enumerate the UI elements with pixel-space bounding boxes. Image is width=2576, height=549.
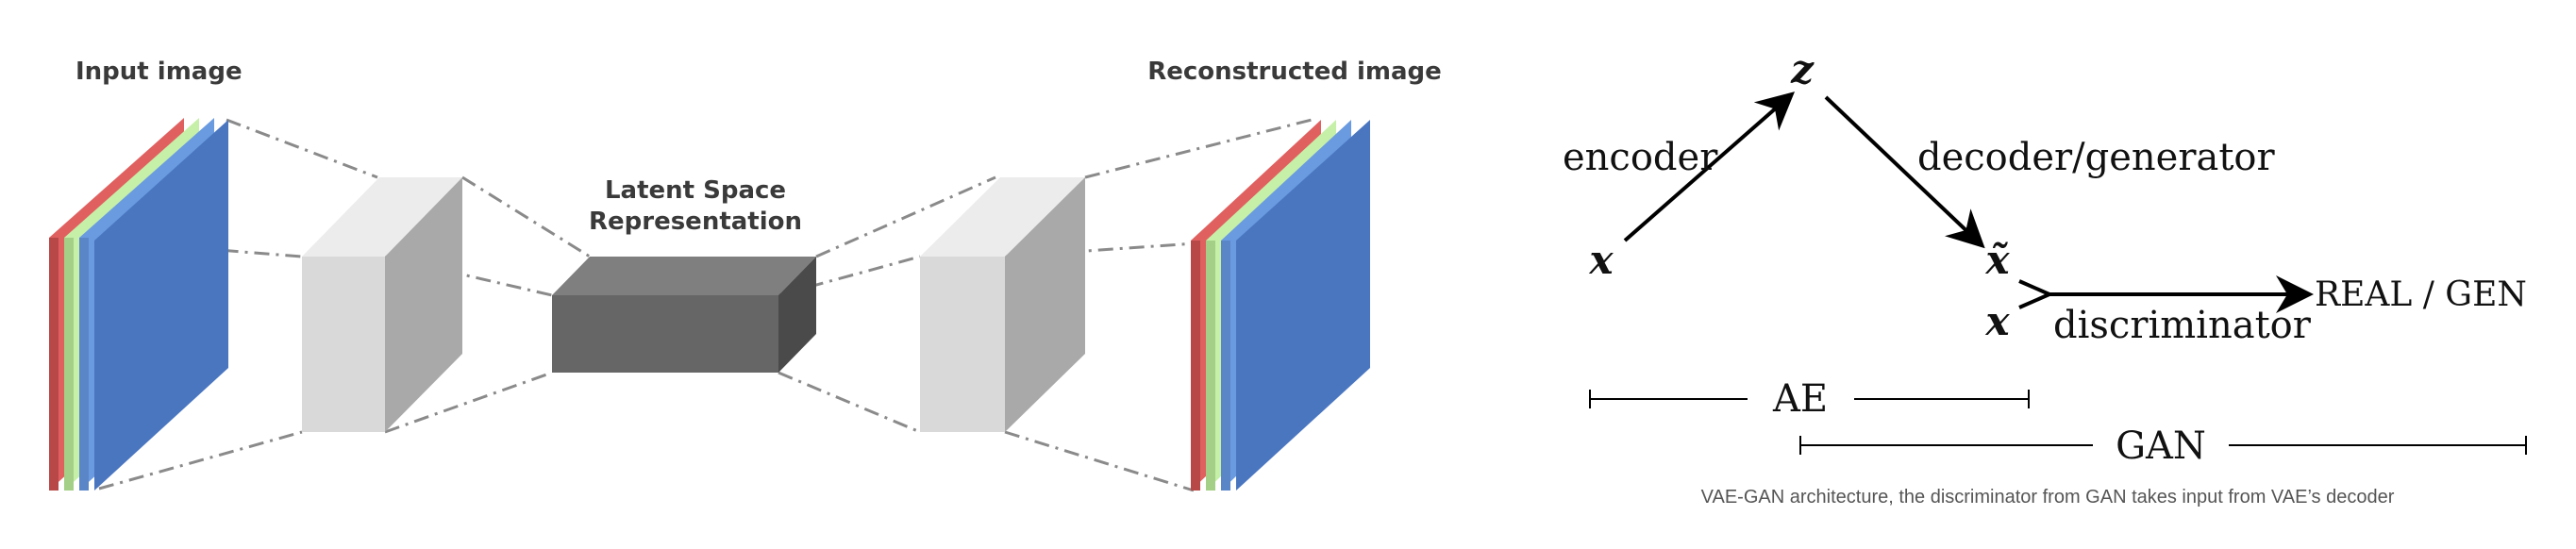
- latent-block-top: [552, 257, 816, 295]
- encoder-block-side: [385, 177, 462, 432]
- encoder-label: encoder: [1563, 136, 1718, 179]
- input-variable-x: x: [1588, 237, 1614, 283]
- latent-variable-z: z: [1790, 46, 1815, 92]
- ae-bracket: AE: [1589, 377, 2030, 421]
- recon-blue-channel-side: [1221, 241, 1230, 491]
- reconstruction-variable-x-tilde: x̃: [1984, 237, 2010, 283]
- decoder-arrow: [1824, 95, 1985, 249]
- latent-block-front: [552, 295, 778, 373]
- decoder-block: [920, 177, 1085, 432]
- gan-bracket: GAN: [1799, 424, 2527, 468]
- ae-label: AE: [1772, 377, 1828, 421]
- discriminator-merge: [2018, 279, 2054, 309]
- red-channel-side: [49, 238, 59, 491]
- recon-green-channel-side: [1206, 241, 1215, 491]
- vae-gan-schematic: z x x̃ x encoder decoder/generator discr…: [1563, 46, 2527, 507]
- latent-space-label-line2: Representation: [589, 208, 802, 236]
- recon-red-channel-side: [1191, 241, 1200, 491]
- encoder-block: [302, 177, 462, 432]
- figure-caption: VAE-GAN architecture, the discriminator …: [1701, 487, 2395, 507]
- blue-channel-front: [94, 120, 228, 491]
- real-variable-x: x: [1984, 298, 2010, 344]
- latent-block: [552, 257, 816, 373]
- autoencoder-diagram: Input image Latent Space Representation: [49, 58, 1442, 492]
- latent-block-side: [778, 257, 816, 373]
- green-channel-side: [64, 238, 74, 491]
- decoder-generator-label: decoder/generator: [1917, 136, 2275, 179]
- reconstructed-image-stack: [1191, 120, 1370, 491]
- gan-label: GAN: [2116, 424, 2206, 468]
- input-image-label: Input image: [75, 58, 243, 86]
- encoder-arrow: [1623, 92, 1796, 242]
- input-image-stack: [49, 118, 228, 491]
- blue-channel-side: [79, 238, 89, 491]
- latent-space-label-line1: Latent Space: [605, 176, 786, 205]
- real-gen-output-label: REAL / GEN: [2315, 275, 2527, 314]
- reconstructed-image-label: Reconstructed image: [1147, 58, 1442, 86]
- decoder-block-side: [1005, 177, 1085, 432]
- decoder-block-top: [920, 177, 1085, 257]
- encoder-block-front: [302, 257, 385, 432]
- discriminator-label: discriminator: [2053, 304, 2312, 347]
- encoder-block-top: [302, 177, 462, 257]
- recon-blue-channel-front: [1236, 120, 1370, 491]
- decoder-block-front: [920, 257, 1005, 432]
